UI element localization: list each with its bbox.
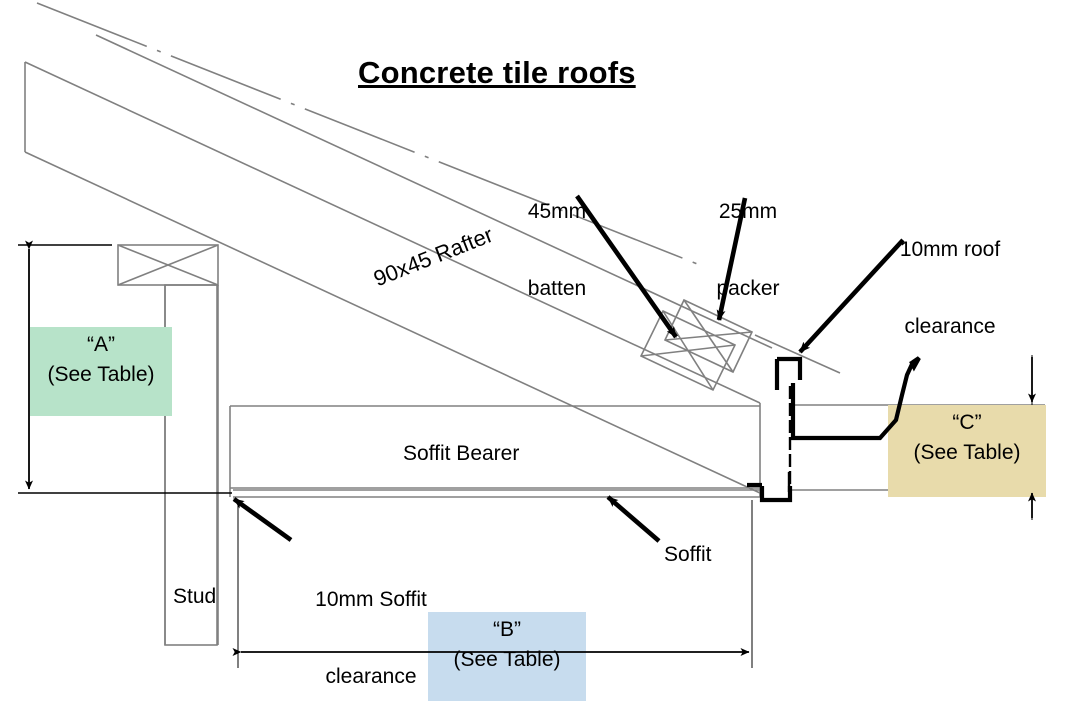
dimension-tag-c: “C” (See Table) (888, 405, 1046, 497)
callout-packer-line1: 25mm (718, 200, 778, 224)
callout-roof-clearance-line1: 10mm roof (899, 238, 1001, 262)
tile-line (36, 2, 701, 266)
callout-batten-line2: batten (527, 277, 587, 301)
dimension-tag-a: “A” (See Table) (30, 327, 172, 416)
callout-soffit-clearance-line2: clearance (325, 665, 417, 689)
leader-batten (575, 194, 678, 339)
callout-batten: 45mm batten (497, 148, 617, 353)
fascia-bottom-bracket (759, 486, 793, 503)
rafter-top-edge (24, 61, 761, 404)
leader-soffit (606, 495, 661, 543)
top-plate-cross-b (117, 244, 219, 286)
sarking-line (95, 34, 773, 349)
callout-roof-clearance-line2: clearance (904, 315, 996, 339)
callout-soffit-clearance: 10mm Soffit clearance (288, 536, 454, 714)
rafter-bottom-edge (24, 151, 761, 494)
gutter-profile (790, 356, 921, 441)
dimension-tag-a-label: “A” (87, 333, 115, 356)
callout-packer-line2: packer (716, 277, 780, 301)
page-title: Concrete tile roofs (358, 55, 636, 90)
leader-packer (716, 197, 748, 321)
callout-roof-clearance: 10mm roof clearance (866, 186, 1034, 391)
roof-edge-slope (754, 334, 841, 374)
dimension-tag-c-label: “C” (952, 411, 982, 434)
label-stud: Stud (173, 585, 217, 608)
label-soffit-bearer: Soffit Bearer (403, 442, 520, 465)
dimension-tag-b: “B” (See Table) (428, 612, 586, 701)
callout-soffit-clearance-line1: 10mm Soffit (315, 588, 427, 612)
callout-batten-line1: 45mm (527, 200, 587, 224)
leader-soffit-clearance (232, 497, 293, 542)
callout-packer: 25mm packer (693, 148, 803, 353)
dimension-tag-a-note: (See Table) (47, 363, 155, 387)
label-soffit: Soffit (664, 543, 712, 566)
packer-cross-b (664, 331, 753, 341)
dimension-tag-b-label: “B” (493, 618, 521, 641)
leader-roof-clearance (798, 238, 905, 354)
fascia-cap-top (777, 356, 803, 380)
dimension-tag-c-note: (See Table) (913, 441, 1021, 465)
